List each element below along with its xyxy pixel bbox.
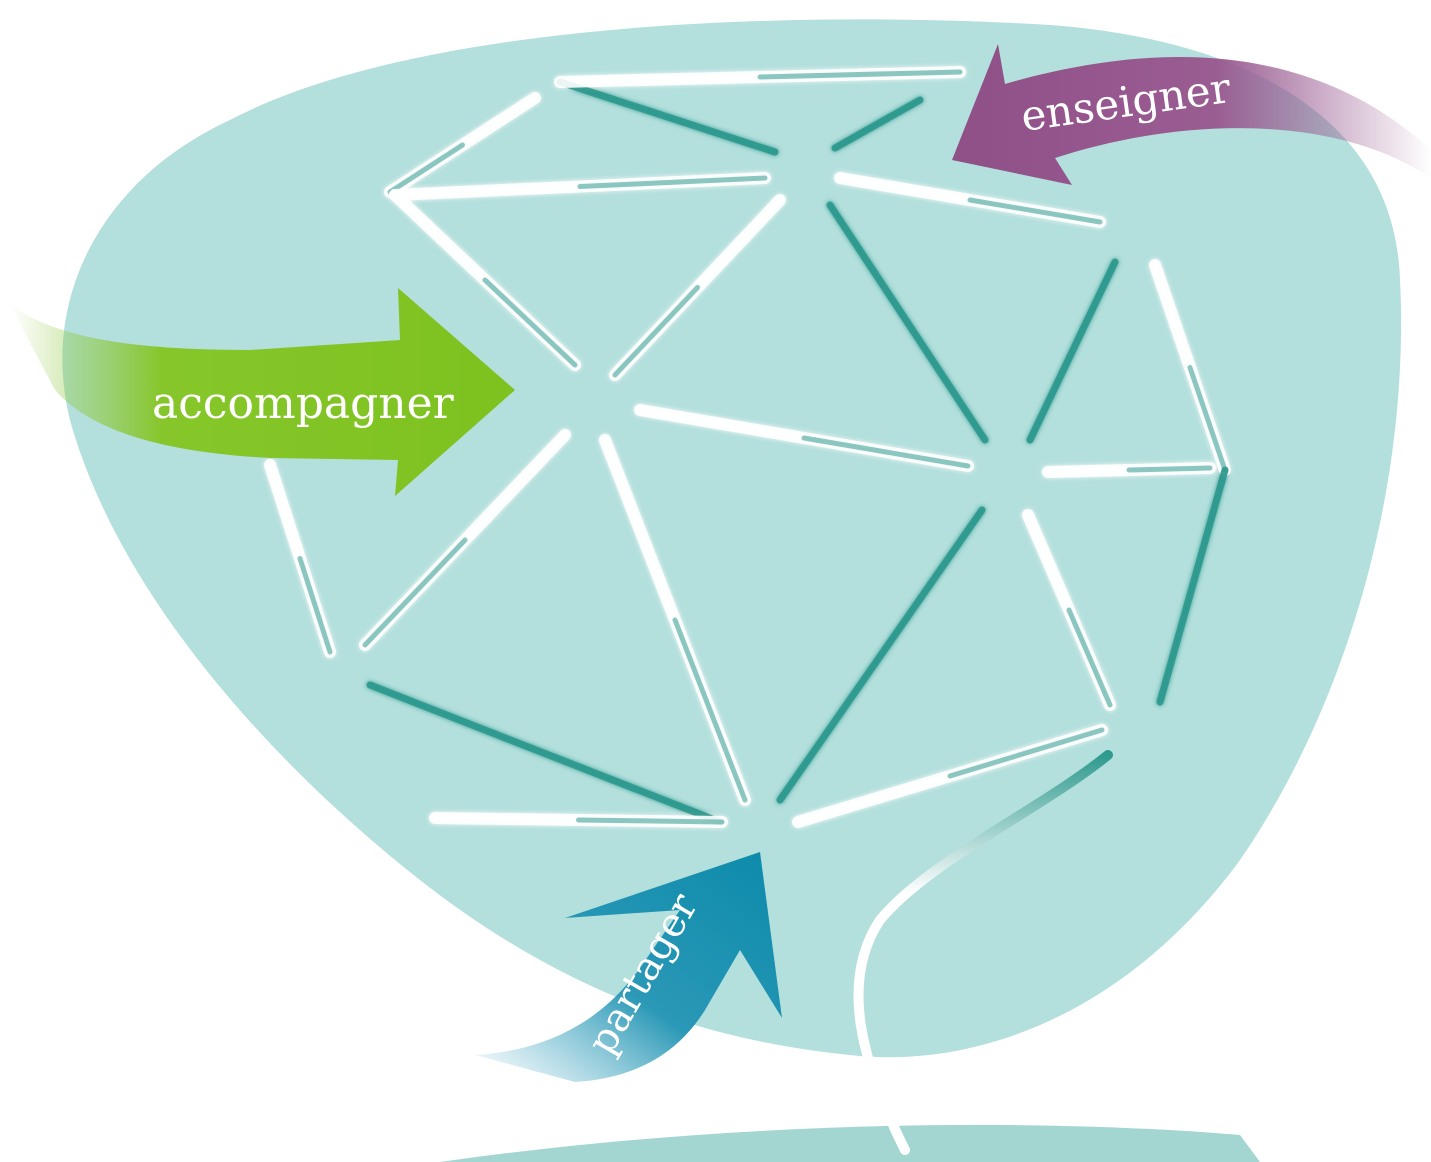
lattice-strut-core [967,197,1103,225]
teal-blob [62,19,1402,1058]
lattice-strut [556,78,779,156]
lattice-strut-core [297,556,333,655]
lattice-strut-core [387,142,465,195]
lattice-strut [776,506,986,804]
lattice-strut [1156,466,1229,706]
lattice-strut-core [362,537,468,648]
lattice-strut-core [577,175,768,189]
lattice-strut [1026,258,1119,444]
accompagner-label: accompagner [152,378,455,429]
lattice-strut [826,201,989,444]
lattice-strut-core [482,277,578,368]
lattice-strut-core [757,69,963,80]
lattice-strut-core [672,617,748,803]
lattice-strut [831,96,924,152]
lattice-strut-core [612,285,700,378]
network-cord [853,750,1113,1155]
lattice-strut [366,681,724,826]
bottom-blob [440,1124,1260,1162]
accompagner-arrow: accompagner [10,288,515,496]
lattice-strut-core [1187,365,1228,473]
lattice-strut-core [947,727,1105,779]
lattice-strut-core [1066,607,1113,708]
lattice-strut-core [801,435,971,469]
lattice-strut-core [1126,465,1213,473]
network-lattice [264,66,1231,828]
lattice-strut-core [576,817,725,825]
enseigner-arrow: enseigner [952,44,1431,185]
